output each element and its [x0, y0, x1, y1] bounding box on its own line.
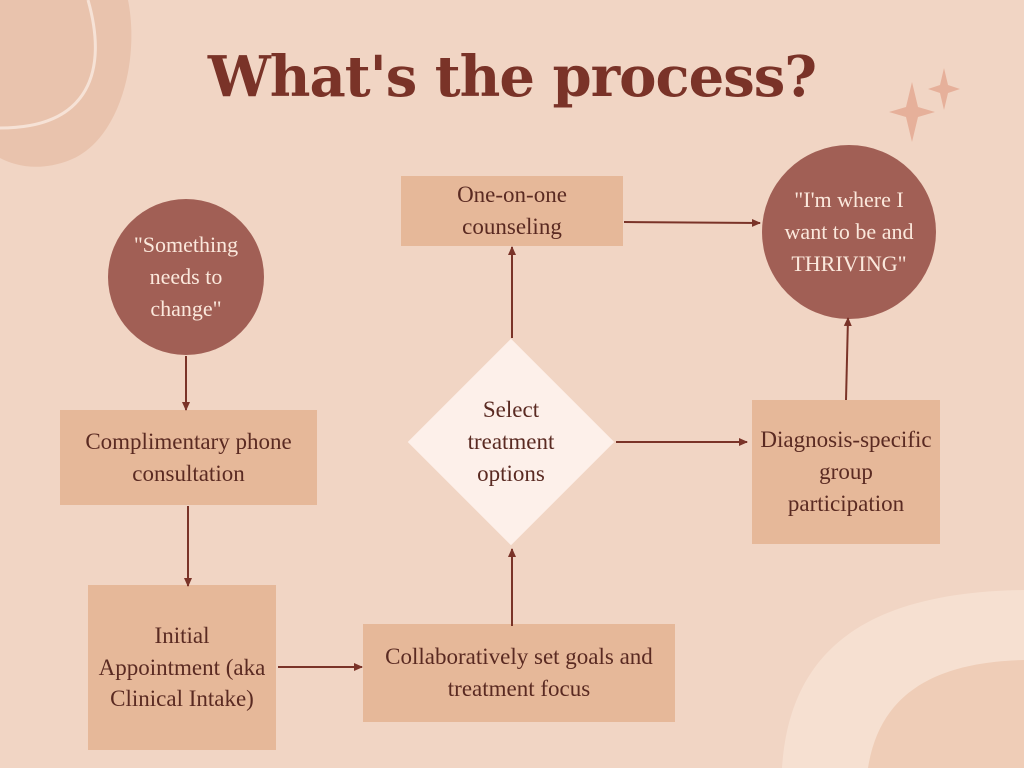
- consultation-label: Complimentary phone consultation: [85, 428, 292, 486]
- select-treatment-text: Select treatment options: [441, 372, 581, 512]
- group-label: Diagnosis-specific group participation: [760, 427, 932, 516]
- group-box: Diagnosis-specific group participation: [752, 400, 940, 544]
- initial-appointment-box: Initial Appointment (aka Clinical Intake…: [88, 585, 276, 750]
- page-title: What's the process?: [207, 44, 817, 110]
- goals-box: Collaboratively set goals and treatment …: [363, 624, 675, 722]
- end-circle: "I'm where I want to be and THRIVING": [762, 145, 936, 319]
- start-label: "Something needs to change": [133, 232, 239, 321]
- sparkle-small-icon: [928, 68, 960, 110]
- goals-label: Collaboratively set goals and treatment …: [385, 644, 653, 701]
- counseling-box: One-on-one counseling: [401, 176, 623, 246]
- consultation-box: Complimentary phone consultation: [60, 410, 317, 505]
- start-circle: "Something needs to change": [108, 199, 264, 355]
- bottom-right-arch-inner: [868, 660, 1024, 768]
- initial-appointment-label: Initial Appointment (aka Clinical Intake…: [98, 622, 266, 712]
- counseling-label: One-on-one counseling: [457, 182, 567, 239]
- top-left-arc: [0, 0, 97, 130]
- sparkle-large-icon: [889, 82, 935, 142]
- end-label: "I'm where I want to be and THRIVING": [784, 187, 914, 276]
- select-treatment-label: Select treatment options: [467, 397, 555, 486]
